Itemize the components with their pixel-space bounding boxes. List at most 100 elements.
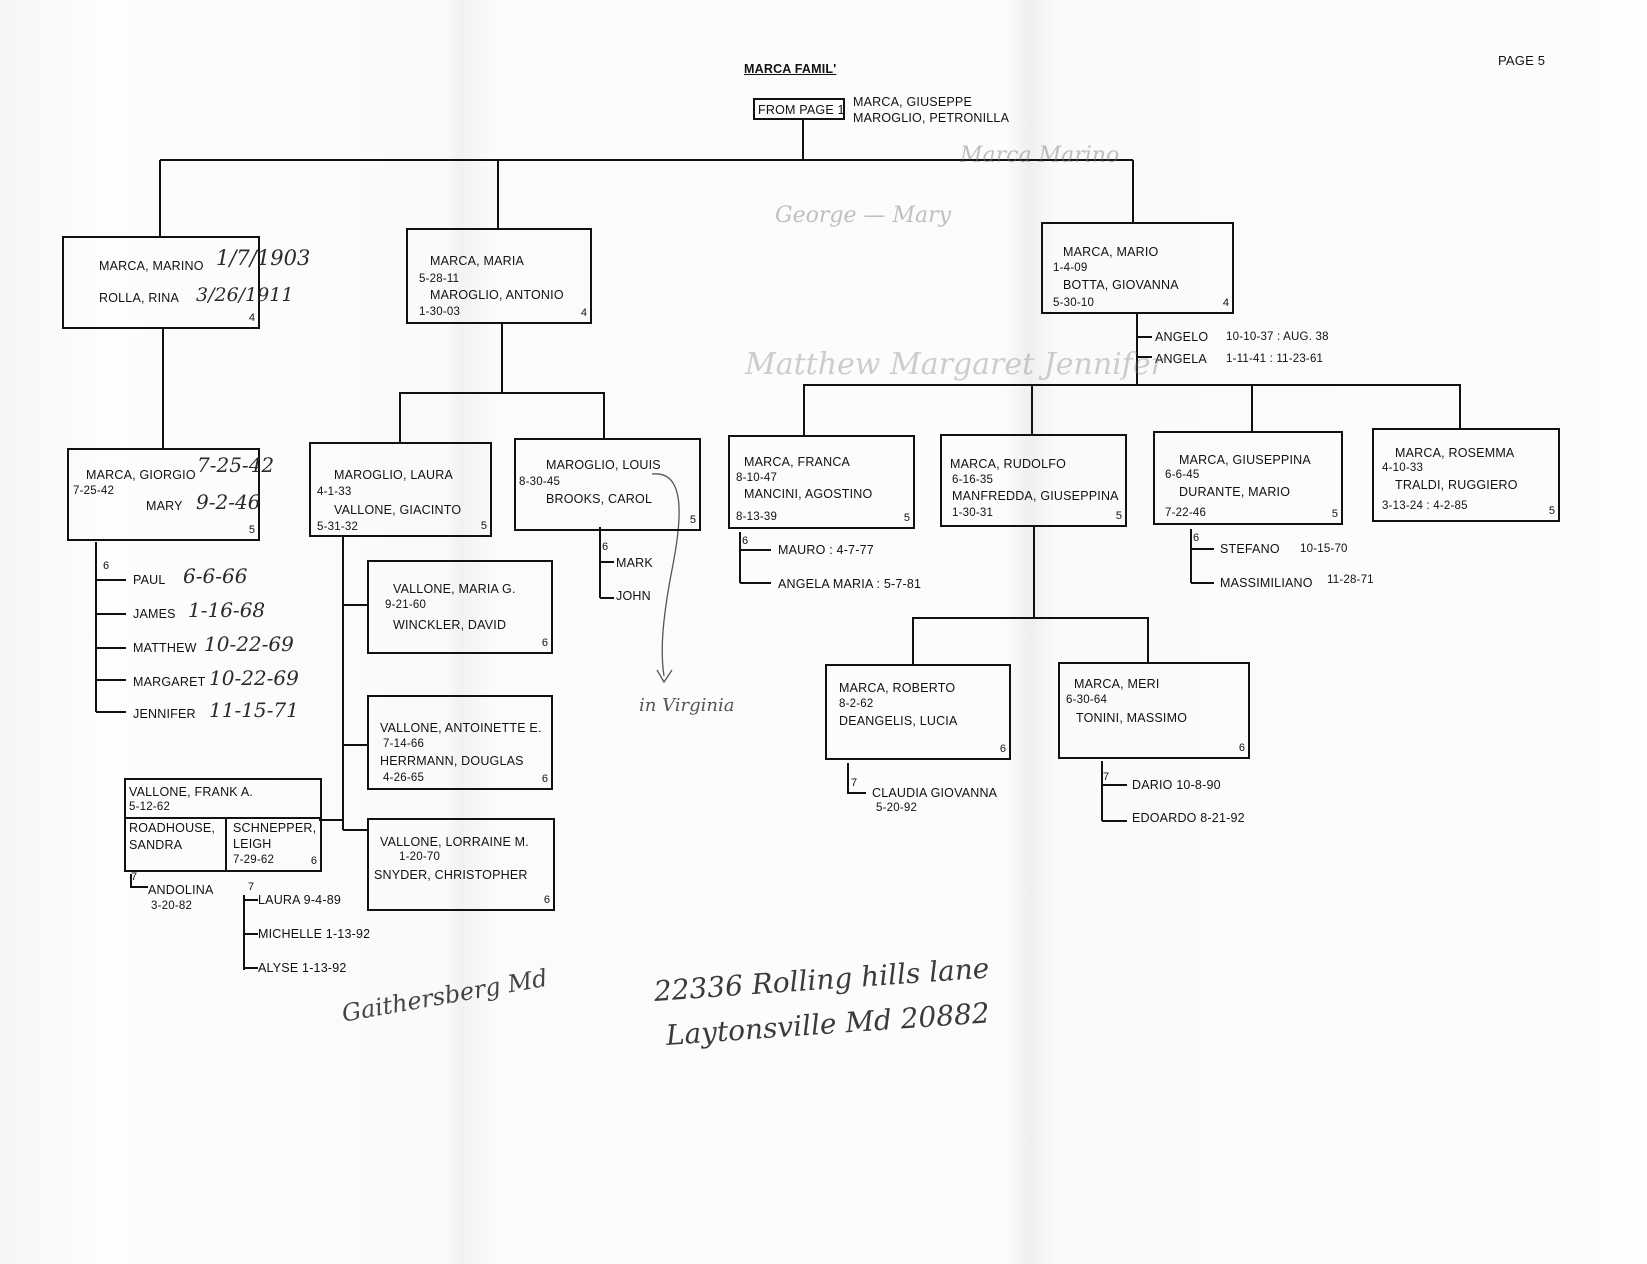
- roberto-name2: DEANGELIS, LUCIA: [839, 714, 958, 728]
- person-box-giorgio: MARCA, GIORGIO 7-25-42 MARY 5: [67, 448, 260, 541]
- frank-child-andolina-date: 3-20-82: [151, 900, 193, 912]
- franca-date1: 8-10-47: [736, 472, 778, 484]
- giorgio-child-hw-3: 10-22-69: [209, 666, 299, 690]
- line-giuseppina-children: [1190, 529, 1214, 584]
- laura-date1: 4-1-33: [317, 486, 352, 498]
- mariag-name1: VALLONE, MARIA G.: [393, 582, 516, 596]
- franca-name1: MARCA, FRANCA: [744, 455, 851, 469]
- line-mario-angelo: [1136, 312, 1152, 358]
- giuseppina-name1: MARCA, GIUSEPPINA: [1179, 453, 1311, 467]
- frank-spouse-vdivider: [225, 817, 227, 870]
- lorraine-generation: 6: [543, 894, 550, 906]
- louis-date1: 8-30-45: [519, 476, 561, 488]
- line-andolina: [130, 874, 148, 888]
- rudolfo-date2: 1-30-31: [952, 507, 994, 519]
- laura-name1: MAROGLIO, LAURA: [334, 468, 453, 482]
- maria-name2: MAROGLIO, ANTONIO: [430, 288, 564, 302]
- marino-hw-date2: 3/26/1911: [196, 284, 294, 306]
- hw-faint-children-names: Matthew Margaret Jennifer: [745, 347, 1165, 382]
- frank-child-a-generation: 7: [131, 871, 138, 883]
- louis-hw-note: in Virginia: [639, 695, 735, 716]
- giorgio-name2: MARY: [146, 499, 183, 513]
- mario-date1: 1-4-09: [1053, 262, 1088, 274]
- person-box-marino: MARCA, MARINO ROLLA, RINA 4: [62, 236, 260, 329]
- person-box-lorraine: VALLONE, LORRAINE M. 1-20-70 SNYDER, CHR…: [367, 818, 555, 911]
- giorgio-generation: 5: [248, 524, 255, 536]
- meri-children-generation: 7: [1103, 771, 1110, 783]
- giorgio-hw-date1: 7-25-42: [197, 453, 275, 477]
- roberto-child-claudia: CLAUDIA GIOVANNA: [872, 786, 998, 800]
- giuseppina-name2: DURANTE, MARIO: [1179, 485, 1291, 499]
- frank-child-laura: LAURA 9-4-89: [258, 893, 341, 907]
- louis-name1: MAROGLIO, LOUIS: [546, 458, 661, 472]
- mario-date2: 5-30-10: [1053, 297, 1095, 309]
- giorgio-name1: MARCA, GIORGIO: [86, 468, 196, 482]
- rosemma-name2: TRALDI, RUGGIERO: [1395, 478, 1518, 492]
- franca-children-generation: 6: [742, 535, 749, 547]
- mariag-generation: 6: [541, 637, 548, 649]
- maria-date1: 5-28-11: [419, 273, 460, 285]
- louis-child-mark: MARK: [616, 556, 653, 570]
- roberto-date1: 8-2-62: [839, 698, 874, 710]
- line-laura-trunk: [342, 536, 367, 831]
- rosemma-date2: 3-13-24 : 4-2-85: [1382, 500, 1468, 512]
- person-box-frank: VALLONE, FRANK A. 5-12-62 ROADHOUSE, SAN…: [124, 778, 322, 872]
- marino-hw-date1: 1/7/1903: [216, 246, 311, 270]
- meri-name2: TONINI, MASSIMO: [1076, 711, 1188, 725]
- marino-generation: 4: [248, 312, 255, 324]
- roberto-children-generation: 7: [851, 777, 858, 789]
- antoinette-date2: 4-26-65: [383, 772, 425, 784]
- line-franca-children: [739, 532, 771, 584]
- person-box-rosemma: MARCA, ROSEMMA 4-10-33 TRALDI, RUGGIERO …: [1372, 428, 1560, 522]
- louis-child-john: JOHN: [616, 589, 651, 603]
- roberto-child-claudia-date: 5-20-92: [876, 802, 918, 814]
- frank-spouse2-date: 7-29-62: [233, 854, 275, 866]
- rosemma-date1: 4-10-33: [1382, 462, 1424, 474]
- rudolfo-date1: 6-16-35: [952, 474, 994, 486]
- frank-child-alyse: ALYSE 1-13-92: [258, 961, 347, 975]
- giorgio-child-name-0: PAUL: [133, 573, 166, 587]
- lorraine-date1: 1-20-70: [399, 851, 441, 863]
- louis-name2: BROOKS, CAROL: [546, 492, 653, 506]
- roberto-generation: 6: [999, 743, 1006, 755]
- giuseppina-date1: 6-6-45: [1165, 469, 1200, 481]
- maria-name1: MARCA, MARIA: [430, 254, 525, 268]
- frank-spouse1-line1: ROADHOUSE,: [129, 821, 216, 835]
- mario-name1: MARCA, MARIO: [1063, 245, 1159, 259]
- person-box-maria-g: VALLONE, MARIA G. 9-21-60 WINCKLER, DAVI…: [367, 560, 553, 654]
- giuseppina-children-generation: 6: [1193, 532, 1200, 544]
- meri-name1: MARCA, MERI: [1074, 677, 1160, 691]
- pencil-arrow-line: [651, 473, 680, 677]
- line-maria-children: [399, 324, 605, 442]
- maria-date2: 1-30-03: [419, 306, 461, 318]
- giorgio-child-name-4: JENNIFER: [133, 707, 196, 721]
- root-from-box: FROM PAGE 1: [753, 98, 845, 120]
- frank-spouse2-line1: SCHNEPPER,: [233, 821, 317, 835]
- franca-date2: 8-13-39: [736, 511, 778, 523]
- lorraine-name1: VALLONE, LORRAINE M.: [380, 835, 529, 849]
- roberto-name1: MARCA, ROBERTO: [839, 681, 956, 695]
- frank-name1: VALLONE, FRANK A.: [129, 785, 254, 799]
- line-giorgio-children: [95, 542, 126, 713]
- giorgio-child-hw-0: 6-6-66: [183, 564, 248, 588]
- mariag-name2: WINCKLER, DAVID: [393, 618, 507, 632]
- giorgio-date1: 7-25-42: [73, 485, 115, 497]
- rudolfo-name1: MARCA, RUDOLFO: [950, 457, 1067, 471]
- root-from-label: FROM PAGE 1: [758, 103, 845, 117]
- rudolfo-name2: MANFREDDA, GIUSEPPINA: [952, 489, 1119, 503]
- louis-children-generation: 6: [602, 541, 609, 553]
- giuseppina-generation: 5: [1331, 508, 1338, 520]
- giuseppina-child-stefano: STEFANO: [1220, 542, 1280, 556]
- franca-name2: MANCINI, AGOSTINO: [744, 487, 873, 501]
- frank-spouse2-line2: LEIGH: [233, 837, 272, 851]
- meri-date1: 6-30-64: [1066, 694, 1108, 706]
- marino-name2: ROLLA, RINA: [99, 291, 180, 305]
- mario-child-angelo: ANGELO: [1155, 330, 1209, 344]
- line-roberto-children: [847, 763, 866, 794]
- line-rudolfo-children: [912, 527, 1149, 664]
- frank-child-andolina: ANDOLINA: [148, 883, 214, 897]
- person-box-roberto: MARCA, ROBERTO 8-2-62 DEANGELIS, LUCIA 6: [825, 664, 1011, 760]
- franca-generation: 5: [903, 512, 910, 524]
- hw-faint-george-mary: George — Mary: [775, 203, 952, 228]
